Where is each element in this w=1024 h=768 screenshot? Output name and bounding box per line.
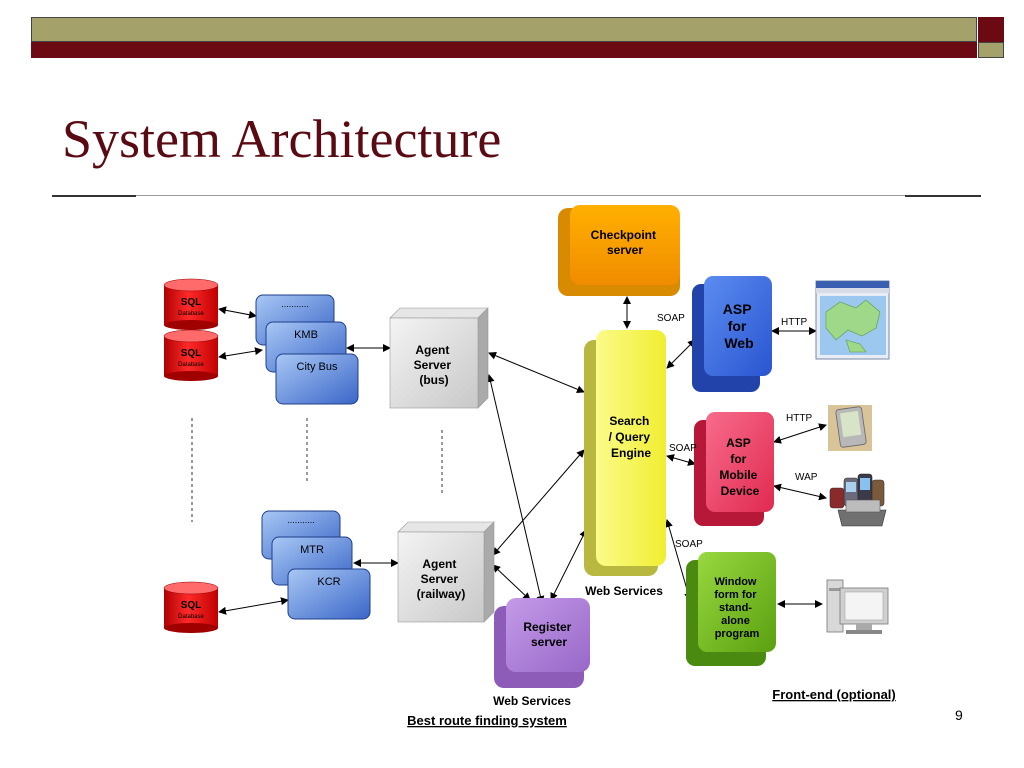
mtr-label: MTR	[300, 544, 324, 556]
checkpoint-server: Checkpoint server	[558, 205, 680, 296]
soap-label-checkpoint: SOAP	[657, 313, 685, 324]
pda-icon	[828, 405, 872, 451]
http-label-web: HTTP	[781, 317, 807, 328]
sql-1-label: SQL	[181, 297, 202, 308]
sql-3-label: SQL	[181, 600, 202, 611]
desktop-pc-icon	[826, 579, 889, 634]
web-services-caption-search: Web Services	[585, 584, 663, 598]
asp-web-line1: ASP	[723, 301, 752, 317]
citybus-box	[275, 353, 359, 405]
http-label-mobile: HTTP	[786, 413, 812, 424]
web-browser-map-icon	[815, 280, 890, 360]
edge-sql1-bus	[218, 306, 257, 319]
citybus-label: City Bus	[297, 361, 338, 373]
agent-rail-line1: Agent	[422, 557, 456, 571]
sql-2-label: SQL	[181, 348, 202, 359]
svg-text:ASP for Mobile: ASP for Mobile Device	[719, 436, 760, 498]
slide-title: System Architecture	[62, 109, 502, 169]
edge-search-aspweb	[666, 339, 696, 369]
bus-more-dots: ...........	[281, 299, 309, 309]
title-rule-right-accent	[905, 195, 981, 197]
search-line2: / Query	[609, 430, 651, 444]
sql-3-sublabel: Database	[178, 614, 204, 620]
rail-operator-stack	[261, 510, 371, 620]
checkpoint-line2: server	[607, 243, 643, 257]
agent-server-railway: Agent Server (railway)	[397, 521, 495, 623]
edge-search-register	[550, 529, 587, 601]
sql-database-1: SQL Database	[163, 278, 219, 330]
bus-operator-stack	[255, 294, 359, 405]
top-bar-square-maroon	[978, 17, 1004, 42]
edge-agentbus-search	[488, 351, 585, 394]
agent-bus-line2: Server	[414, 358, 452, 372]
sql-database-2: SQL Database	[163, 329, 219, 381]
sql-1-sublabel: Database	[178, 311, 204, 317]
asp-mobile-line1: ASP	[726, 436, 751, 450]
svg-text:Agent Server (rail: Agent Server (railway)	[417, 557, 466, 601]
agent-rail-line2: Server	[421, 572, 459, 586]
agent-bus-line3: (bus)	[419, 373, 448, 387]
kmb-label: KMB	[294, 329, 318, 341]
sql-database-3: SQL Database	[163, 581, 219, 633]
front-end-caption: Front-end (optional)	[772, 687, 895, 702]
window-line2: form for	[714, 589, 757, 601]
window-line3: stand-	[719, 602, 752, 614]
asp-mobile-line3: Mobile	[719, 468, 757, 482]
window-line5: program	[715, 628, 760, 640]
window-form-program: Window form for stand- alone program	[686, 552, 776, 666]
search-line1: Search	[609, 414, 649, 428]
asp-mobile-line2: for	[730, 452, 746, 466]
edge-agentrail-register	[492, 564, 531, 601]
mobile-phones-icon	[829, 473, 887, 527]
dashed-separators	[191, 418, 443, 522]
top-bar-maroon	[31, 42, 977, 58]
agent-bus-line1: Agent	[415, 343, 449, 357]
soap-label-mobile: SOAP	[669, 443, 697, 454]
edge-aspmobile-phones	[773, 483, 827, 501]
top-bar-square-olive	[978, 42, 1004, 58]
kcr-box	[287, 568, 371, 620]
asp-web-line3: Web	[724, 335, 753, 351]
agent-rail-line3: (railway)	[417, 587, 466, 601]
search-line3: Engine	[611, 446, 651, 460]
edge-agentbus-register	[486, 374, 545, 604]
page-number: 9	[955, 707, 963, 723]
window-line4: alone	[721, 615, 750, 627]
edge-agentrail-search	[492, 449, 585, 556]
edge-aspmobile-pda	[773, 423, 827, 444]
wap-label: WAP	[795, 472, 818, 483]
sql-2-sublabel: Database	[178, 362, 204, 368]
top-bar-olive	[31, 17, 977, 42]
soap-label-window: SOAP	[675, 539, 703, 550]
svg-text:Window form for st: Window form for stand- alone program	[714, 576, 759, 640]
agent-server-bus: Agent Server (bus)	[389, 307, 489, 409]
title-rule-left-accent	[52, 195, 136, 197]
register-line2: server	[531, 635, 567, 649]
register-line1: Register	[523, 620, 571, 634]
asp-web-line2: for	[728, 318, 747, 334]
svg-text:Checkpoint server: Checkpoint server	[591, 228, 660, 257]
web-services-caption-register: Web Services	[493, 694, 571, 708]
checkpoint-line1: Checkpoint	[591, 228, 656, 242]
edge-sql2-bus	[218, 347, 263, 360]
edge-sql3-rail	[218, 597, 289, 615]
svg-text:ASP for Web: ASP for Web	[723, 301, 755, 351]
svg-text:Agent Server (bus): Agent Server (bus)	[414, 343, 455, 387]
window-line1: Window	[714, 576, 756, 588]
asp-for-mobile-device: ASP for Mobile Device	[694, 412, 774, 526]
asp-for-web: ASP for Web	[692, 276, 772, 392]
register-server: Register server	[494, 598, 590, 688]
search-query-engine: Search / Query Engine	[584, 330, 666, 576]
best-route-caption: Best route finding system	[407, 713, 567, 728]
edge-search-aspmobile	[666, 454, 696, 466]
svg-text:Search / Query Eng: Search / Query Engine	[609, 414, 654, 460]
svg-text:Register server: Register server	[523, 620, 574, 649]
connections	[218, 296, 827, 615]
kcr-label: KCR	[317, 576, 340, 588]
asp-mobile-line4: Device	[721, 484, 760, 498]
rail-more-dots: ...........	[287, 515, 315, 525]
title-rule	[52, 195, 981, 196]
